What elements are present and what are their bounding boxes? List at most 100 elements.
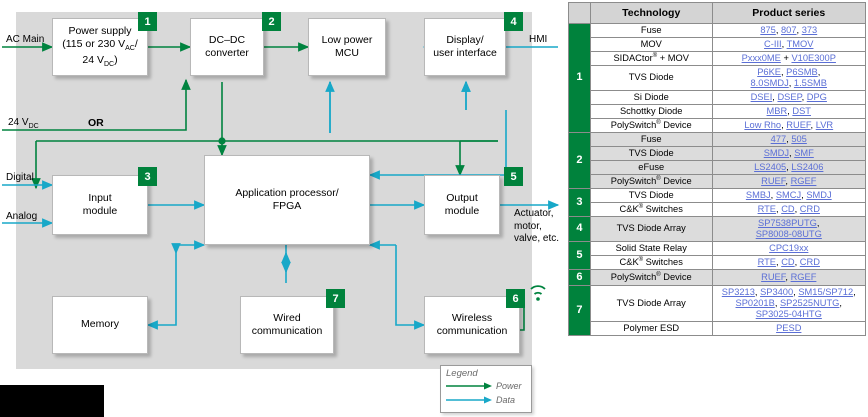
technology-cell: PolySwitch® Device (589, 173, 713, 189)
product-link[interactable]: LS2405 (754, 161, 787, 172)
block-application-processor[interactable]: Application processor/FPGA (204, 155, 370, 245)
product-link[interactable]: CD (781, 256, 795, 267)
io-label-actuator: Actuator,motor,valve, etc. (514, 208, 560, 244)
product-link[interactable]: LVR (815, 119, 834, 130)
badge-4: 4 (504, 12, 523, 31)
technology-cell: TVS Diode (589, 187, 713, 203)
product-series-cell: SP7538PUTG, SP8008-08UTG (711, 215, 867, 242)
product-link[interactable]: CRD (799, 256, 820, 267)
product-link[interactable]: 875 (760, 25, 776, 35)
product-link[interactable]: SMCJ (775, 189, 802, 200)
technology-cell: SIDACtor® + MOV (589, 50, 713, 67)
technology-cell: C&K® Switches (589, 254, 713, 270)
product-link[interactable]: CPC19xx (769, 242, 809, 253)
block-memory[interactable]: Memory (52, 296, 148, 354)
product-link[interactable]: 8.0SMDJ (750, 77, 789, 88)
product-link[interactable]: 807 (781, 25, 797, 35)
badge-3: 3 (138, 167, 157, 186)
product-link[interactable]: 373 (801, 25, 818, 35)
product-link[interactable]: RTE (757, 203, 777, 214)
technology-cell: Fuse (589, 131, 713, 147)
block-memory-label: Memory (81, 318, 119, 331)
product-link[interactable]: DSEI (750, 91, 773, 102)
block-power-supply[interactable]: Power supply(115 or 230 VAC/24 VDC) (52, 18, 148, 76)
product-link[interactable]: SP2525NUTG (779, 297, 840, 308)
legend-title: Legend (446, 368, 478, 379)
product-link[interactable]: Low Rho (744, 119, 782, 130)
product-link[interactable]: MBR (766, 105, 788, 116)
product-link[interactable]: RUEF (761, 175, 786, 186)
product-link[interactable]: DPG (806, 91, 827, 102)
product-link[interactable]: CRD (799, 203, 820, 214)
product-link[interactable]: TMOV (786, 38, 814, 49)
group-number-cell: 3 (568, 187, 591, 217)
product-link[interactable]: SMF (794, 147, 814, 158)
product-link[interactable]: SP3213 (721, 286, 755, 297)
badge-6: 6 (506, 289, 525, 308)
product-series-cell: CPC19xx (711, 240, 867, 256)
product-link[interactable]: SM15/SP712 (798, 286, 854, 297)
antenna-icon (530, 285, 546, 301)
product-series-cell: P6KE, P6SMB, 8.0SMDJ, 1.5SMB (711, 65, 867, 91)
product-link[interactable]: SP0201B (735, 297, 775, 308)
product-link[interactable]: DSEP (777, 91, 802, 102)
product-link[interactable]: SP3025-04HTG (755, 308, 822, 319)
product-link[interactable]: 477 (770, 133, 787, 144)
product-link[interactable]: Pxxx0ME (741, 52, 781, 63)
product-series-cell: DSEI, DSEP, DPG (711, 89, 867, 105)
product-link[interactable]: RTE (757, 256, 777, 267)
product-series-cell: 875, 807, 373 (711, 23, 867, 38)
group-number-cell: 6 (568, 268, 591, 286)
product-series-cell: RUEF, RGEF (711, 268, 867, 286)
product-link[interactable]: DST (792, 105, 811, 116)
legend-data-label: Data (496, 395, 516, 405)
product-link[interactable]: SMDJ (763, 147, 790, 158)
group-number-cell: 7 (568, 284, 591, 336)
product-link[interactable]: SP3400 (760, 286, 794, 297)
product-link[interactable]: CD (781, 203, 795, 214)
product-link[interactable]: 1.5SMB (793, 77, 827, 88)
product-link[interactable]: SP8008-08UTG (755, 228, 822, 239)
product-link[interactable]: 505 (791, 133, 807, 144)
technology-cell: PolySwitch® Device (589, 268, 713, 286)
badge-7: 7 (326, 289, 345, 308)
product-series-cell: SMDJ, SMF (711, 145, 867, 161)
product-series-cell: LS2405, LS2406 (711, 159, 867, 175)
technology-cell: eFuse (589, 159, 713, 175)
technology-cell: Si Diode (589, 89, 713, 105)
product-link[interactable]: SMDJ (806, 189, 832, 200)
product-series-cell: 477, 505 (711, 131, 867, 147)
group-number-cell: 2 (568, 131, 591, 189)
product-link[interactable]: RUEF (761, 271, 786, 282)
product-link[interactable]: PESD (776, 322, 802, 333)
product-link[interactable]: SMBJ (745, 189, 771, 200)
product-link[interactable]: P6SMB (786, 67, 818, 77)
product-link[interactable]: C-III (764, 38, 782, 49)
product-link[interactable]: RGEF (790, 271, 817, 282)
product-link[interactable]: RUEF (786, 119, 811, 130)
product-link[interactable]: P6KE (757, 67, 781, 77)
product-link[interactable]: V10E300P (791, 52, 836, 63)
product-link[interactable]: SP7538PUTG (758, 217, 817, 228)
legend-box (440, 365, 532, 413)
product-link[interactable]: LS2406 (791, 161, 824, 172)
product-link[interactable]: RGEF (790, 175, 817, 186)
block-display-user-interface[interactable]: Display/user interface (424, 18, 506, 76)
technology-cell: Schottky Diode (589, 103, 713, 119)
